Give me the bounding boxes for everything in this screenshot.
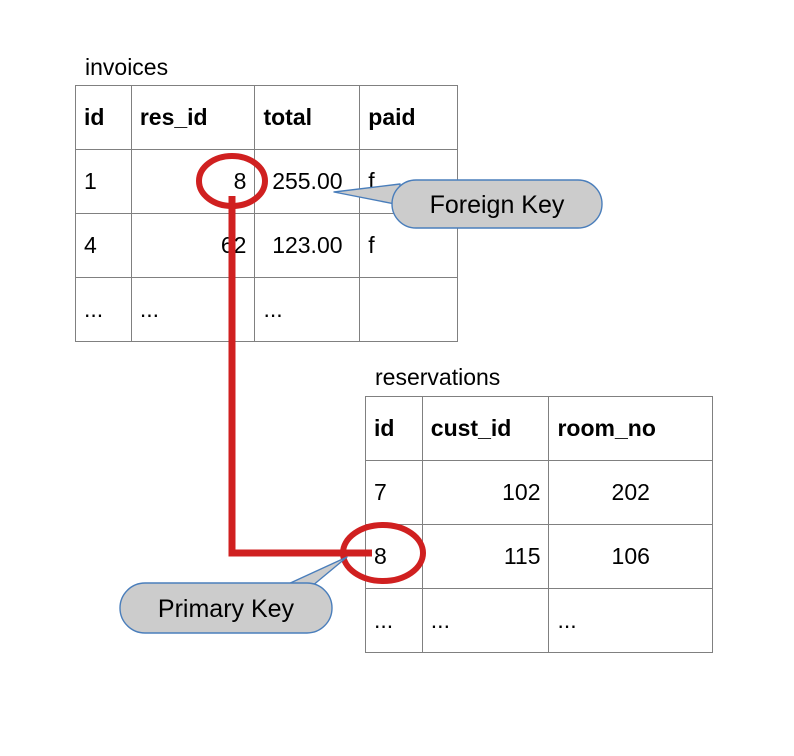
invoices-header-res_id: res_id xyxy=(130,85,256,150)
primary-key-callout-tail xyxy=(261,556,348,597)
invoices-cell-res_id: 62 xyxy=(130,213,256,278)
invoices-cell-id: 4 xyxy=(75,213,132,278)
reservations-cell-room_no: 106 xyxy=(548,524,713,589)
primary-key-callout-label: Primary Key xyxy=(158,595,295,623)
reservations-table: id cust_id room_no 7 102 202 8 115 106 .… xyxy=(365,396,713,653)
reservations-cell-cust_id: 115 xyxy=(421,524,550,589)
invoices-header-total: total xyxy=(254,85,361,150)
invoices-table-title: invoices xyxy=(85,54,169,80)
invoices-cell-res_id: ... xyxy=(130,277,256,342)
table-header-row: id cust_id room_no xyxy=(365,396,713,461)
table-row: 4 62 123.00 f xyxy=(75,213,458,278)
table-row: ... ... ... xyxy=(365,588,713,653)
reservations-cell-cust_id: 102 xyxy=(421,460,550,525)
reservations-header-room_no: room_no xyxy=(548,396,713,461)
reservations-header-id: id xyxy=(365,396,423,461)
invoices-cell-paid xyxy=(359,277,458,342)
invoices-cell-total: 255.00 xyxy=(254,149,361,214)
invoices-header-id: id xyxy=(75,85,132,150)
invoices-cell-paid: f xyxy=(359,149,458,214)
invoices-cell-id: 1 xyxy=(75,149,132,214)
reservations-cell-room_no: 202 xyxy=(548,460,713,525)
table-row: ... ... ... xyxy=(75,277,458,342)
primary-key-callout[interactable]: Primary Key xyxy=(119,556,348,634)
table-header-row: id res_id total paid xyxy=(75,85,458,150)
invoices-cell-paid: f xyxy=(359,213,458,278)
table-row: 1 8 255.00 f xyxy=(75,149,458,214)
invoices-table: id res_id total paid 1 8 255.00 f 4 62 1… xyxy=(75,85,458,342)
reservations-table-title: reservations xyxy=(375,364,501,390)
table-row: 8 115 106 xyxy=(365,524,713,589)
reservations-header-cust_id: cust_id xyxy=(421,396,550,461)
reservations-cell-id: ... xyxy=(365,588,423,653)
invoices-cell-total: ... xyxy=(254,277,361,342)
invoices-cell-res_id: 8 xyxy=(130,149,256,214)
reservations-cell-cust_id: ... xyxy=(421,588,550,653)
reservations-cell-room_no: ... xyxy=(548,588,713,653)
invoices-header-paid: paid xyxy=(359,85,458,150)
primary-key-callout-body xyxy=(119,582,333,634)
invoices-cell-total: 123.00 xyxy=(254,213,361,278)
invoices-cell-id: ... xyxy=(75,277,132,342)
reservations-cell-id: 8 xyxy=(365,524,423,589)
reservations-cell-id: 7 xyxy=(365,460,423,525)
table-row: 7 102 202 xyxy=(365,460,713,525)
